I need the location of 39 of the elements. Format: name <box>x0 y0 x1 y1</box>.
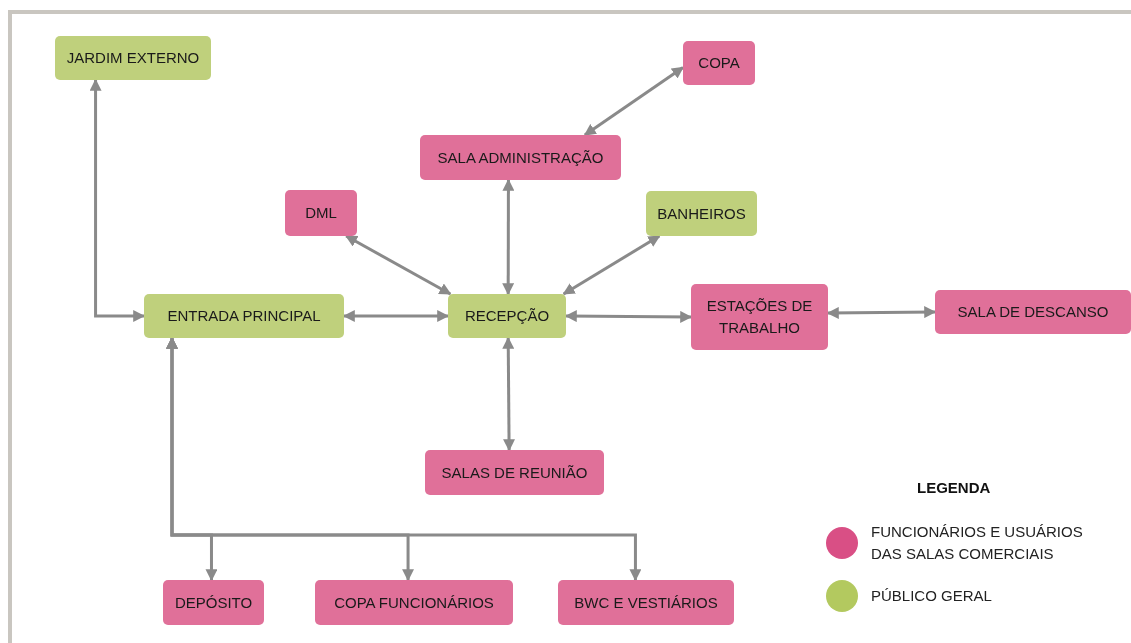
room-box <box>285 190 357 236</box>
room-box <box>420 135 621 180</box>
room-label: JARDIM EXTERNO <box>66 48 200 68</box>
room-label: SALA DE DESCANSO <box>957 302 1109 322</box>
room-label: SALA ADMINISTRAÇÃO <box>437 147 604 168</box>
double-arrow <box>345 234 452 296</box>
room-label: DML <box>305 203 337 223</box>
double-arrow <box>583 66 684 137</box>
legend-text: FUNCIONÁRIOS E USUÁRIOS DAS SALAS COMERCIAIS <box>871 522 1084 564</box>
double-arrow <box>89 78 146 322</box>
room-box <box>315 580 513 625</box>
room-label: RECEPÇÃO <box>464 306 550 326</box>
double-arrow <box>502 336 516 452</box>
legend-title: LEGENDA <box>917 479 991 496</box>
room-box <box>448 294 566 338</box>
room-label: BANHEIROS <box>657 203 746 224</box>
double-arrow <box>342 310 450 322</box>
double-arrow <box>564 310 693 323</box>
room-box <box>144 294 344 338</box>
room-box <box>683 41 755 85</box>
room-box <box>55 36 211 80</box>
room-label: DEPÓSITO <box>174 592 253 613</box>
room-label: COPA <box>698 53 740 73</box>
room-box <box>558 580 734 625</box>
double-arrow <box>562 234 661 296</box>
room-label: ENTRADA PRINCIPAL <box>167 306 321 326</box>
double-arrow <box>826 306 937 319</box>
double-arrow <box>166 336 642 582</box>
room-label: ESTAÇÕES DE TRABALHO <box>705 296 814 338</box>
room-box <box>646 191 757 236</box>
room-label: BWC E VESTIÁRIOS <box>574 592 718 613</box>
room-box <box>425 450 604 495</box>
legend-text: PÚBLICO GERAL <box>871 586 993 606</box>
room-box <box>691 284 828 350</box>
double-arrow <box>502 178 515 296</box>
room-box <box>935 290 1131 334</box>
room-label: COPA FUNCIONÁRIOS <box>334 592 494 613</box>
room-label: SALAS DE REUNIÃO <box>441 462 588 483</box>
room-box <box>163 580 264 625</box>
